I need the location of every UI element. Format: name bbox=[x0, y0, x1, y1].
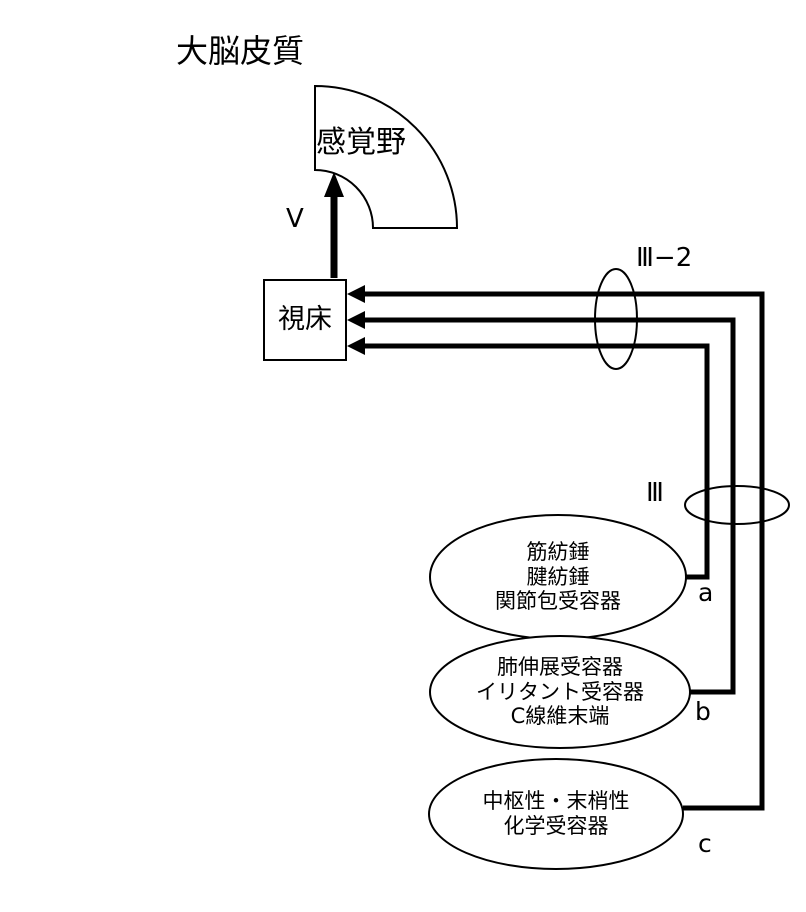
receptor-b-line1: 肺伸展受容器 bbox=[497, 654, 623, 679]
pathway-v-label: V bbox=[286, 204, 304, 234]
pathway-a-line bbox=[362, 343, 710, 580]
thalamus-label: 視床 bbox=[278, 304, 332, 336]
receptor-a-line3: 関節包受容器 bbox=[495, 589, 621, 614]
pathway-v-arrowhead bbox=[324, 172, 344, 197]
pathway-iii2-label: Ⅲ−2 bbox=[636, 243, 693, 273]
receptor-c-text: 中枢性・末梢性 化学受容器 bbox=[429, 759, 683, 869]
nerve-iii-ellipse bbox=[684, 485, 790, 525]
receptor-b-tag: b bbox=[695, 697, 711, 726]
receptor-a-tag: a bbox=[698, 578, 714, 607]
nerve-iii2-ellipse bbox=[594, 268, 638, 370]
receptor-b-ellipse bbox=[429, 635, 691, 749]
receptor-a-text: 筋紡錘 腱紡錘 関節包受容器 bbox=[430, 515, 686, 639]
pathway-c-line bbox=[362, 291, 765, 811]
receptor-c-tag: c bbox=[698, 829, 712, 858]
pathway-a-arrowhead bbox=[347, 337, 365, 355]
receptor-c-ellipse bbox=[428, 758, 684, 870]
pathway-c-arrowhead bbox=[347, 285, 365, 303]
receptor-b-text: 肺伸展受容器 イリタント受容器 C線維末端 bbox=[430, 636, 690, 748]
receptor-a-line2: 腱紡錘 bbox=[526, 564, 590, 589]
cortex-title: 大脳皮質 bbox=[176, 32, 305, 70]
receptor-c-line1: 中枢性・末梢性 bbox=[482, 789, 630, 814]
receptor-c-line2: 化学受容器 bbox=[503, 814, 609, 838]
pathway-b-line bbox=[362, 317, 736, 695]
sensory-area-label: 感覚野 bbox=[316, 125, 406, 160]
cortex-fan-shape bbox=[314, 84, 459, 229]
receptor-b-line2: イリタント受容器 bbox=[476, 679, 644, 704]
thalamus-box bbox=[263, 279, 347, 361]
pathway-b-arrowhead bbox=[347, 311, 365, 329]
receptor-a-line1: 筋紡錘 bbox=[526, 539, 590, 564]
pathway-iii-label: Ⅲ bbox=[646, 478, 664, 508]
receptor-b-line3: C線維末端 bbox=[510, 704, 610, 729]
